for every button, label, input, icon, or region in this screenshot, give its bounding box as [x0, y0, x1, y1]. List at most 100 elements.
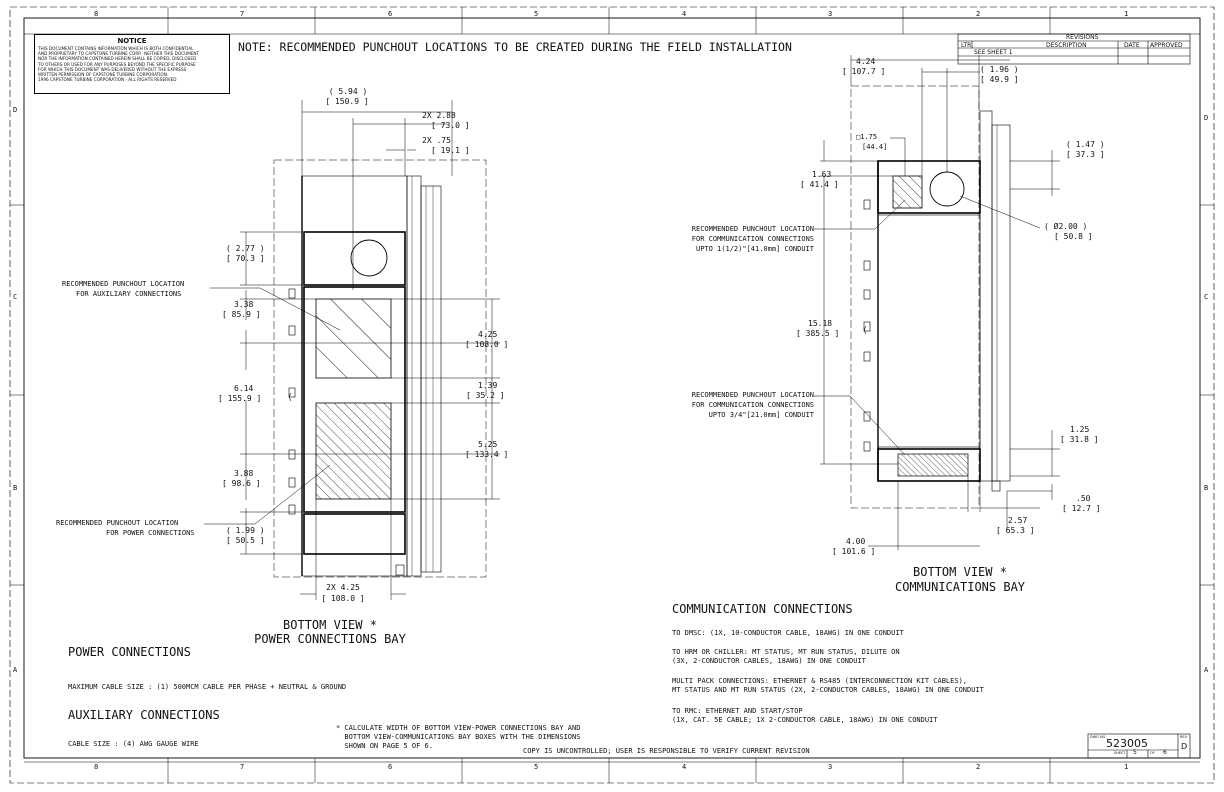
dim-163-in: 1.63 [812, 170, 832, 179]
row-label: B [1204, 484, 1209, 492]
dim-196-mm: [ 49.9 ] [980, 75, 1019, 84]
power-connections-text: MAXIMUM CABLE SIZE : (1) 500MCM CABLE PE… [68, 683, 347, 691]
dim-525-in: 5.25 [478, 440, 498, 449]
dim-139-mm: [ 35.2 ] [466, 391, 505, 400]
col-label: 4 [682, 10, 687, 18]
of-label: OF [1150, 751, 1155, 755]
sheet-label: SHEET [1114, 751, 1126, 755]
dim-163-mm: [ 41.4 ] [800, 180, 839, 189]
col-label: 6 [388, 10, 393, 18]
dim-425r-in: 4.25 [478, 330, 498, 339]
caption-line: BOTTOM VIEW * [913, 565, 1007, 579]
notice-text: THIS DOCUMENT CONTAINS INFORMATION WHICH… [38, 46, 226, 82]
dim-388-in: 3.88 [234, 469, 254, 478]
dim-dia-in: ( Ø2.00 ) [1044, 222, 1088, 231]
communication-connections-heading: COMMUNICATION CONNECTIONS [672, 602, 853, 616]
sheet-border [9, 6, 1215, 784]
rev-col-description: DESCRIPTION [1046, 42, 1087, 49]
comm-note-line: TO HRM OR CHILLER: MT STATUS, MT RUN STA… [672, 648, 900, 656]
caption-line: BOTTOM VIEW * [283, 618, 377, 632]
dim-dia-mm: [ 50.8 ] [1054, 232, 1093, 241]
dim-257-mm: [ 65.3 ] [996, 526, 1035, 535]
col-label: 1 [1124, 763, 1129, 771]
dim-147-in: ( 1.47 ) [1066, 140, 1105, 149]
dim-614-mm: [ 155.9 ] [218, 394, 262, 403]
dim-075-mm: [ 19.1 ] [431, 146, 470, 155]
dim-388-mm: [ 98.6 ] [222, 479, 261, 488]
callout-line: FOR POWER CONNECTIONS [106, 529, 195, 537]
rev-col-approved: APPROVED [1150, 42, 1183, 49]
dim-1518-mm: [ 385.5 ] [796, 329, 840, 338]
copy-uncontrolled-note: COPY IS UNCONTROLLED; USER IS RESPONSIBL… [523, 747, 810, 755]
row-label: D [1204, 114, 1209, 122]
dim-199-in: ( 1.99 ) [226, 526, 265, 535]
dim-1518-in: 15.18 [808, 319, 833, 328]
dwg-no-label: DWG NO [1090, 735, 1106, 739]
comm-note-line: MULTI PACK CONNECTIONS: ETHERNET & RS485… [672, 677, 968, 685]
sheet-total: 6 [1163, 749, 1167, 756]
row-label: C [13, 293, 18, 301]
footnote-line: BOTTOM VIEW-COMMUNICATIONS BAY BOXES WIT… [336, 733, 581, 741]
sheet-number: 5 [1133, 749, 1137, 756]
footnote-line: SHOWN ON PAGE 5 OF 6. [336, 742, 433, 750]
dim-bottom-mm: [ 108.0 ] [321, 594, 365, 603]
col-label: 3 [828, 10, 833, 18]
power-connections-heading: POWER CONNECTIONS [68, 645, 191, 659]
dim-400-in: 4.00 [846, 537, 866, 546]
revisions-title: REVISIONS [1066, 34, 1099, 41]
col-label: 3 [828, 763, 833, 771]
row-label: C [1204, 293, 1209, 301]
col-label: 7 [240, 763, 245, 771]
auxiliary-connections-heading: AUXILIARY CONNECTIONS [68, 708, 220, 722]
communications-bay-drawing [814, 55, 1060, 550]
callout-line: RECOMMENDED PUNCHOUT LOCATION [56, 519, 179, 527]
comm-note-line: MT STATUS AND MT RUN STATUS (2X, 2-CONDU… [672, 686, 984, 694]
caption-line: COMMUNICATIONS BAY [894, 580, 1026, 594]
row-label: A [1204, 666, 1209, 674]
notice-title: NOTICE [117, 37, 147, 45]
dim-277-in: ( 2.77 ) [226, 244, 265, 253]
callout-line: UPTO 1(1/2)"[41.0mm] CONDUIT [695, 245, 814, 253]
dim-338-in: 3.38 [234, 300, 254, 309]
comm-note-line: TO RMC: ETHERNET AND START/STOP [672, 707, 803, 715]
main-note: NOTE: RECOMMENDED PUNCHOUT LOCATIONS TO … [238, 40, 792, 54]
rev-label: REV [1180, 735, 1188, 739]
callout-line: FOR AUXILIARY CONNECTIONS [76, 290, 182, 298]
notice-line: WRITTEN PERMISSION OF CAPSTONE TURBINE C… [38, 72, 169, 78]
auxiliary-connections-text: CABLE SIZE : (4) AWG GAUGE WIRE [68, 740, 199, 748]
dim-050-in: .50 [1076, 494, 1091, 503]
dim-424-in: 4.24 [856, 57, 876, 66]
dim-424-mm: [ 107.7 ] [842, 67, 886, 76]
dim-147-mm: [ 37.3 ] [1066, 150, 1105, 159]
revisions-block: REVISIONS LTR DESCRIPTION DATE APPROVED … [958, 34, 1188, 64]
col-label: 1 [1124, 10, 1129, 18]
col-label: 5 [534, 763, 539, 771]
dim-top-width-mm: [ 150.9 ] [325, 97, 369, 106]
revision-letter: D [1181, 742, 1188, 751]
col-label: 8 [94, 763, 99, 771]
dim-125-in: 1.25 [1070, 425, 1090, 434]
dim-139-in: 1.39 [478, 381, 498, 390]
dim-sq175-in: □1.75 [856, 133, 878, 141]
rev-col-ltr: LTR [961, 42, 972, 49]
callout-line: RECOMMENDED PUNCHOUT LOCATION [691, 225, 814, 233]
footnote-line: * CALCULATE WIDTH OF BOTTOM VIEW-POWER C… [336, 724, 581, 732]
rev-row: SEE SHEET 1 [974, 49, 1013, 56]
dim-288-mm: [ 73.0 ] [431, 121, 470, 130]
notice-line: FOR WHICH THIS DOCUMENT WAS DELIVERED WI… [38, 66, 187, 72]
dim-sq175-mm: [44.4] [862, 143, 888, 151]
dim-400-mm: [ 101.6 ] [832, 547, 876, 556]
comm-note-line: (3X, 2-CONDUCTOR CABLES, 18AWG) IN ONE C… [672, 657, 866, 665]
dim-bottom-in: 2X 4.25 [326, 583, 360, 592]
dim-288-in: 2X 2.88 [422, 111, 456, 120]
title-block: DWG NO 523005 REV D SHEET 5 OF 6 [1088, 734, 1190, 758]
caption-line: POWER CONNECTIONS BAY [254, 632, 406, 646]
row-label: B [13, 484, 18, 492]
row-label: A [13, 666, 18, 674]
dim-525-mm: [ 133.4 ] [465, 450, 509, 459]
dim-050-mm: [ 12.7 ] [1062, 504, 1101, 513]
col-label: 8 [94, 10, 99, 18]
dim-257-in: 2.57 [1008, 516, 1028, 525]
callout-line: UPTO 3/4"[21.0mm] CONDUIT [708, 411, 814, 419]
